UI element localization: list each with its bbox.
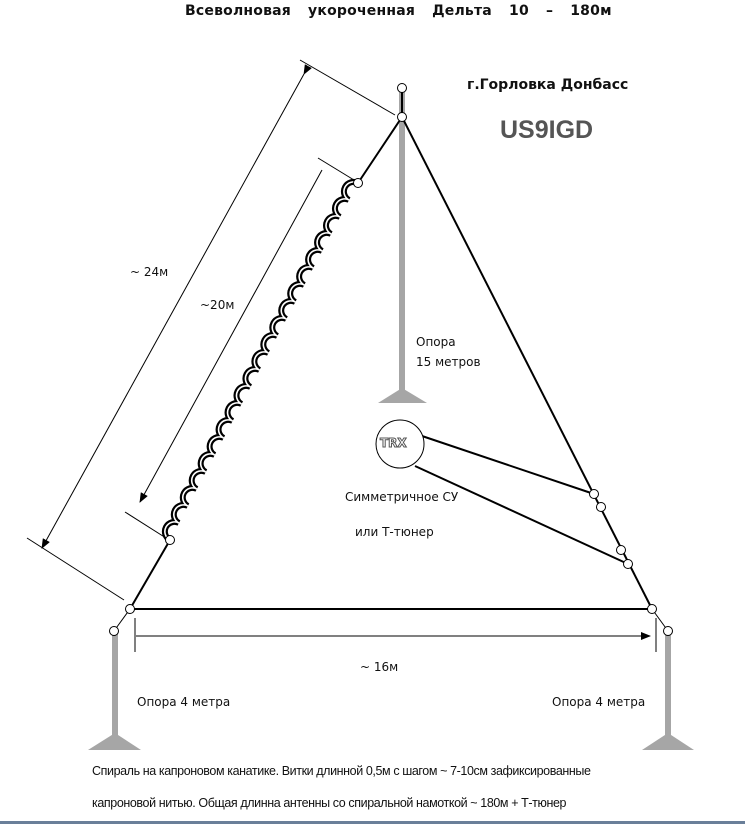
tuner-alt-label: или Т-тюнер [355,525,434,539]
left-mast [88,633,141,750]
insulator-icon [125,604,135,614]
insulator-icon [397,83,407,93]
insulator-icon [397,112,407,122]
right-mast-label: Опора 4 метра [552,695,646,709]
insulator-icon [353,178,363,188]
tuner-label: Симметричное СУ [345,490,459,504]
page-border [0,821,745,824]
side-length-label: ~ 24м [130,265,169,279]
insulator-icon [109,626,119,636]
dimension-20m [124,157,355,539]
coil-length-label: ~20м [200,298,235,312]
insulator-icon [623,559,633,569]
insulator-icon [647,604,657,614]
feed-line [414,435,629,565]
dimension-24m [26,59,396,601]
trx-label: TRX [380,436,408,451]
callsign: US9IGD [500,116,594,144]
diagram-title: Всеволновая укороченная Дельта 10 – 180м [185,3,612,19]
dimension-16m [134,618,657,652]
top-mast-height: 15 метров [416,355,481,369]
insulator-icon [596,502,606,512]
insulator-icon [616,545,626,555]
insulator-icon [663,626,673,636]
spiral-coil [161,178,360,543]
delta-loop-wire [113,88,669,632]
left-mast-label: Опора 4 метра [137,695,231,709]
note-line-1: Спираль на капроновом канатике. Витки дл… [92,764,591,778]
insulators [109,83,673,636]
location-label: г.Горловка Донбасс [467,77,629,93]
base-length-label: ~ 16м [360,660,399,674]
top-mast [378,90,427,403]
insulator-icon [165,535,175,545]
note-line-2: капроновой нитью. Общая длинна антенны с… [92,796,567,810]
trx-circle [375,419,425,469]
top-mast-label: Опора [416,335,456,349]
right-mast [642,633,694,750]
insulator-icon [589,489,599,499]
